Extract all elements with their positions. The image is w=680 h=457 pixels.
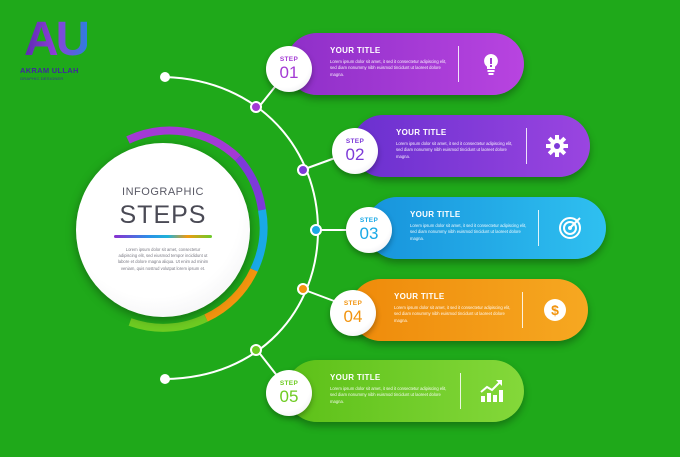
- center-body-text: Lorem ipsum dolor sit amet, consectetur …: [117, 247, 209, 271]
- step-5-node: [250, 344, 262, 356]
- target-icon: [557, 215, 583, 241]
- step-1-node: [250, 101, 262, 113]
- step-5-badge: STEP 05: [266, 370, 312, 416]
- step-1-divider: [458, 46, 459, 82]
- step-3-title: YOUR TITLE: [410, 210, 461, 219]
- step-3-number: 03: [359, 224, 379, 243]
- step-3-node: [310, 224, 322, 236]
- step-5-card: YOUR TITLE Lorem ipsum dolor sit amet, i…: [286, 360, 524, 422]
- step-3-card: YOUR TITLE Lorem ipsum dolor sit amet, i…: [366, 197, 606, 259]
- step-1-title: YOUR TITLE: [330, 46, 381, 55]
- step-2-badge: STEP 02: [332, 128, 378, 174]
- step-3-divider: [538, 210, 539, 246]
- step-4-divider: [522, 292, 523, 328]
- step-3-badge: STEP 03: [346, 207, 392, 253]
- svg-text:$: $: [551, 302, 559, 318]
- logo-name: AKRAM ULLAH: [20, 66, 79, 75]
- step-4-number: 04: [343, 307, 363, 326]
- step-5-divider: [460, 373, 461, 409]
- step-1-card: YOUR TITLE Lorem ipsum dolor sit amet, i…: [286, 33, 524, 95]
- step-1-badge: STEP 01: [266, 46, 312, 92]
- step-5-title: YOUR TITLE: [330, 373, 381, 382]
- step-4-body: Lorem ipsum dolor sit amet, it sed it co…: [394, 305, 511, 323]
- gear-icon: [544, 133, 570, 159]
- step-1-body: Lorem ipsum dolor sit amet, it sed it co…: [330, 59, 447, 77]
- step-5-number: 05: [279, 387, 299, 406]
- growth-chart-icon: [478, 378, 504, 404]
- logo-tagline: GRAPHIC DESIGNER: [20, 76, 64, 81]
- lightbulb-icon: [478, 51, 504, 77]
- center-kicker: INFOGRAPHIC: [122, 186, 204, 198]
- step-2-label: STEP: [345, 138, 365, 145]
- logo-mark: AU: [24, 13, 90, 66]
- step-3-label: STEP: [359, 217, 379, 224]
- step-5-body: Lorem ipsum dolor sit amet, it sed it co…: [330, 386, 447, 404]
- step-2-card: YOUR TITLE Lorem ipsum dolor sit amet, i…: [352, 115, 590, 177]
- step-2-title: YOUR TITLE: [396, 128, 447, 137]
- arc-start-dot: [160, 72, 170, 82]
- center-title: STEPS: [119, 201, 207, 229]
- step-2-number: 02: [345, 145, 365, 164]
- step-4-label: STEP: [343, 300, 363, 307]
- step-4-card: YOUR TITLE Lorem ipsum dolor sit amet, i…: [350, 279, 588, 341]
- brand-logo: AU AKRAM ULLAH GRAPHIC DESIGNER: [20, 14, 104, 84]
- step-4-badge: STEP 04: [330, 290, 376, 336]
- step-4-node: [297, 283, 309, 295]
- center-circle: INFOGRAPHIC STEPS Lorem ipsum dolor sit …: [76, 143, 250, 317]
- step-4-title: YOUR TITLE: [394, 292, 445, 301]
- step-3-body: Lorem ipsum dolor sit amet, it sed it co…: [410, 223, 527, 241]
- step-2-divider: [526, 128, 527, 164]
- dollar-coin-icon: $: [542, 297, 568, 323]
- step-1-label: STEP: [279, 56, 299, 63]
- step-2-body: Lorem ipsum dolor sit amet, it sed it co…: [396, 141, 513, 159]
- step-2-node: [297, 164, 309, 176]
- center-gradient-bar: [114, 235, 212, 238]
- arc-end-dot: [160, 374, 170, 384]
- step-1-number: 01: [279, 63, 299, 82]
- step-5-label: STEP: [279, 380, 299, 387]
